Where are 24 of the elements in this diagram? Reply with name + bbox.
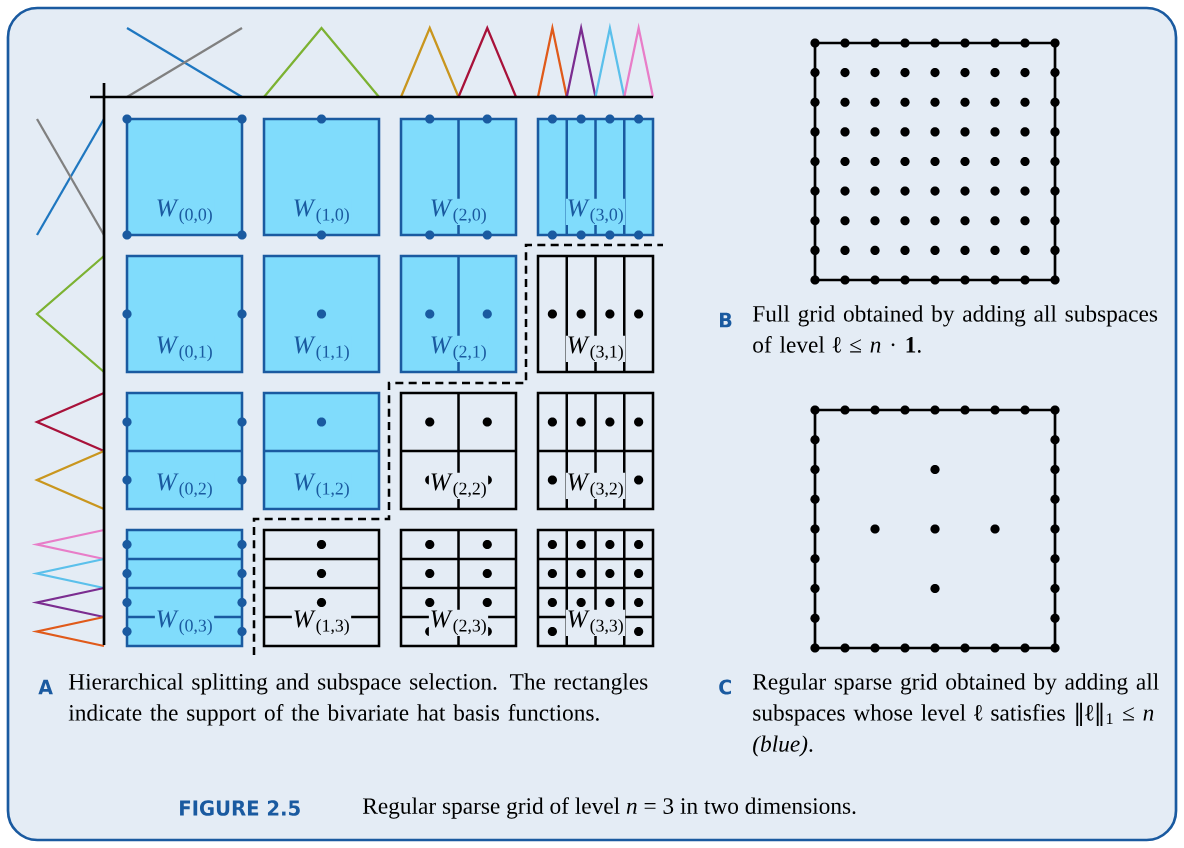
subspace-box: W$_{(2,1)}$ (399, 254, 518, 374)
subspace-box: W$_{(1,2)}$ (262, 391, 381, 511)
figure-number: FIGURE 2.5 (180, 800, 300, 816)
subspace-box: W$_{(2,3)}$ (399, 528, 518, 648)
subspace-box: W$_{(0,1)}$ (122, 254, 247, 374)
subspace-box: W$_{(2,0)}$ (399, 114, 518, 240)
panel-letter: C (719, 679, 731, 695)
subspace-box: W$_{(0,2)}$ (122, 391, 247, 511)
subspace-box: W$_{(1,0)}$ (262, 114, 381, 240)
subspace-box: W$_{(3,0)}$ (536, 114, 655, 240)
subspace-box: W$_{(1,3)}$ (262, 528, 381, 648)
panel-caption: Regular sparse grid obtained by adding all subspaces whose level ℓ satisfies ‖ℓ‖$_{1}$ ≤ n (blue). (752, 673, 1159, 757)
figure-caption: Regular sparse grid of level n = 3 in two dimensions. (362, 797, 856, 819)
panel-caption: Hierarchical splitting and subspace selection. The rectangles indicate the support of the bivariate hat basis functions. (68, 673, 648, 726)
subspace-box: W$_{(0,3)}$ (122, 528, 247, 648)
subspace-box: W$_{(1,1)}$ (262, 254, 381, 374)
panel-caption: Full grid obtained by adding all subspaces of level ℓ ≤ n · 1. (752, 305, 1158, 353)
subspace-box: W$_{(2,2)}$ (399, 391, 518, 511)
subspace-box: W$_{(3,3)}$ (536, 528, 655, 648)
panel-letter: B (720, 312, 732, 328)
panel-letter: A (38, 679, 53, 695)
subspace-box: W$_{(0,0)}$ (122, 114, 247, 240)
subspace-box: W$_{(3,2)}$ (536, 391, 655, 511)
subspace-box: W$_{(3,1)}$ (536, 254, 655, 374)
